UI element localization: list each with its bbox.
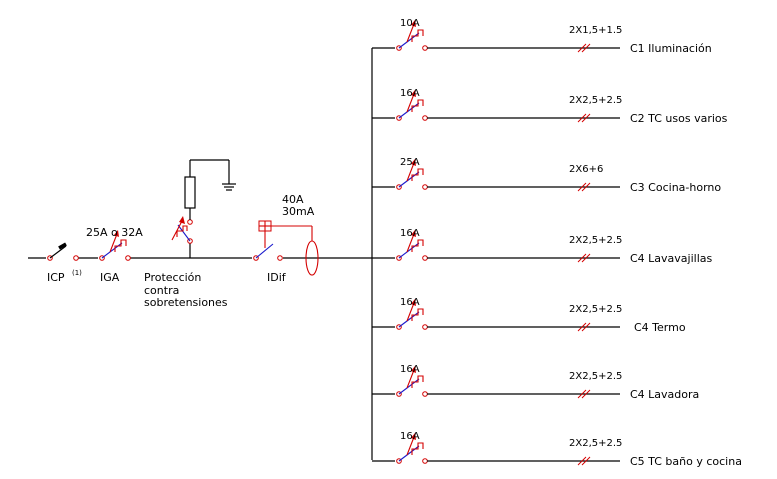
icp-label: ICP [47,271,65,284]
circuit-row: 16A 2X2,5+2.5 C4 Lavavajillas [372,228,713,265]
cable-spec: 2X2,5+2.5 [569,304,622,315]
circuit-name: C3 Cocina-horno [630,181,721,194]
iga-breaker [99,230,131,261]
surge-label: Protección contra sobretensiones [144,271,228,309]
circuit-name: C2 TC usos varios [630,112,728,125]
circuit-breaker [396,90,428,121]
circuit-name: C4 Lavadora [630,388,699,401]
cable-spec: 2X6+6 [569,164,603,175]
icp-note: (1) [72,269,82,277]
circuit-row: 16A 2X2,5+2.5 C2 TC usos varios [372,88,728,125]
circuit-row: 25A 2X6+6 C3 Cocina-horno [372,157,721,194]
cable-spec: 2X2,5+2.5 [569,235,622,246]
circuit-name: C4 Termo [634,321,686,334]
cable-spec: 2X1,5+1.5 [569,25,622,36]
circuit-row: 16A 2X2,5+2.5 C5 TC baño y cocina [372,431,742,468]
breaker-rating: 10A [400,18,420,29]
cable-spec: 2X2,5+2.5 [569,371,622,382]
circuit-name: C1 Iluminación [630,42,712,55]
conductor-tick-marks [577,113,591,123]
cable-spec: 2X2,5+2.5 [569,95,622,106]
breaker-rating: 16A [400,228,420,239]
circuit-breaker [396,159,428,190]
circuit-name: C5 TC baño y cocina [630,455,742,468]
surge-protector [171,159,230,258]
circuit-row: 10A 2X1,5+1.5 C1 Iluminación [372,18,712,55]
breaker-rating: 16A [400,364,420,375]
circuit-breaker [396,299,428,330]
idif-rating: 40A 30mA [282,193,315,218]
breaker-rating: 16A [400,88,420,99]
cable-spec: 2X2,5+2.5 [569,438,622,449]
iga-label: IGA [100,271,120,284]
breaker-rating: 25A [400,157,420,168]
conductor-tick-marks [577,322,591,332]
conductor-tick-marks [577,389,591,399]
idif-breaker [253,220,319,276]
conductor-tick-marks [577,253,591,263]
circuit-breaker [396,433,428,464]
breaker-rating: 16A [400,297,420,308]
iga-rating: 25A o 32A [86,226,143,239]
idif-label: IDif [267,271,287,284]
circuit-row: 16A 2X2,5+2.5 C4 Lavadora [372,364,699,401]
breaker-rating: 16A [400,431,420,442]
ground-icon [222,183,236,191]
conductor-tick-marks [577,182,591,192]
conductor-tick-marks [577,43,591,53]
icp-switch [47,242,79,261]
conductor-tick-marks [577,456,591,466]
circuit-row: 16A 2X2,5+2.5 C4 Termo [372,297,686,334]
circuit-name: C4 Lavavajillas [630,252,713,265]
circuit-breaker [396,230,428,261]
circuit-breaker [396,366,428,397]
